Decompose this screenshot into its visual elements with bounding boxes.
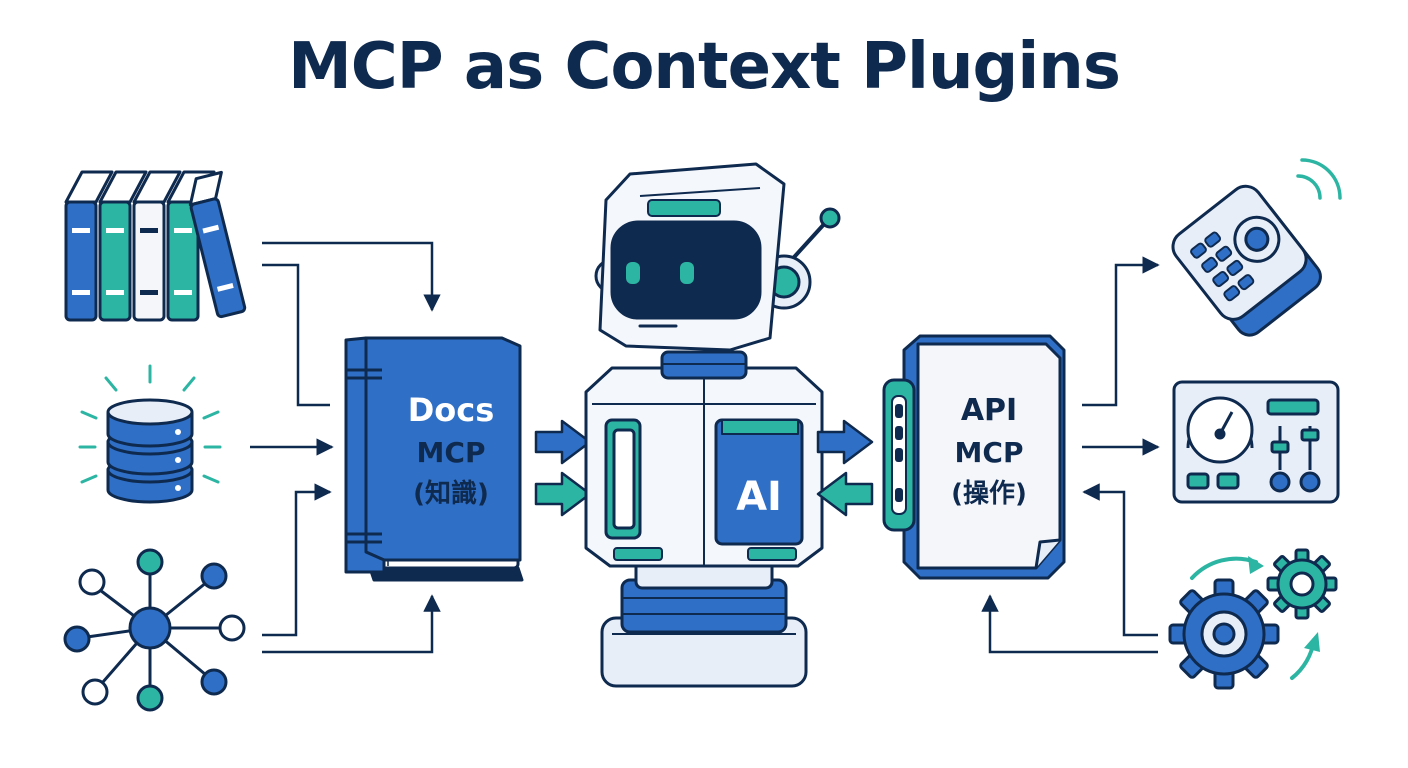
control-panel-icon [1172,380,1340,504]
database-icon [78,364,222,504]
diagram-title: MCP as Context Plugins [288,30,1121,104]
books-icon [64,170,247,322]
api-mcp-label-line1: API [961,393,1017,428]
right-connectors [981,256,1160,654]
network-graph-icon [63,548,246,712]
robot-chest-label: AI [736,474,782,520]
left-connectors [250,241,441,654]
api-mcp-module [882,334,1066,580]
docs-mcp-book [344,336,524,582]
api-mcp-label-line2: MCP [955,436,1024,469]
ai-robot [584,162,841,688]
docs-mcp-label-line3: (知識) [413,479,489,509]
remote-control-icon [1171,158,1342,337]
robot-api-arrows [816,419,874,517]
docs-mcp-label-line1: Docs [408,391,495,429]
gears-icon [1168,548,1338,690]
book-to-robot-arrows [534,419,592,517]
docs-mcp-label-line2: MCP [417,436,486,469]
api-mcp-label-line3: (操作) [951,479,1027,509]
